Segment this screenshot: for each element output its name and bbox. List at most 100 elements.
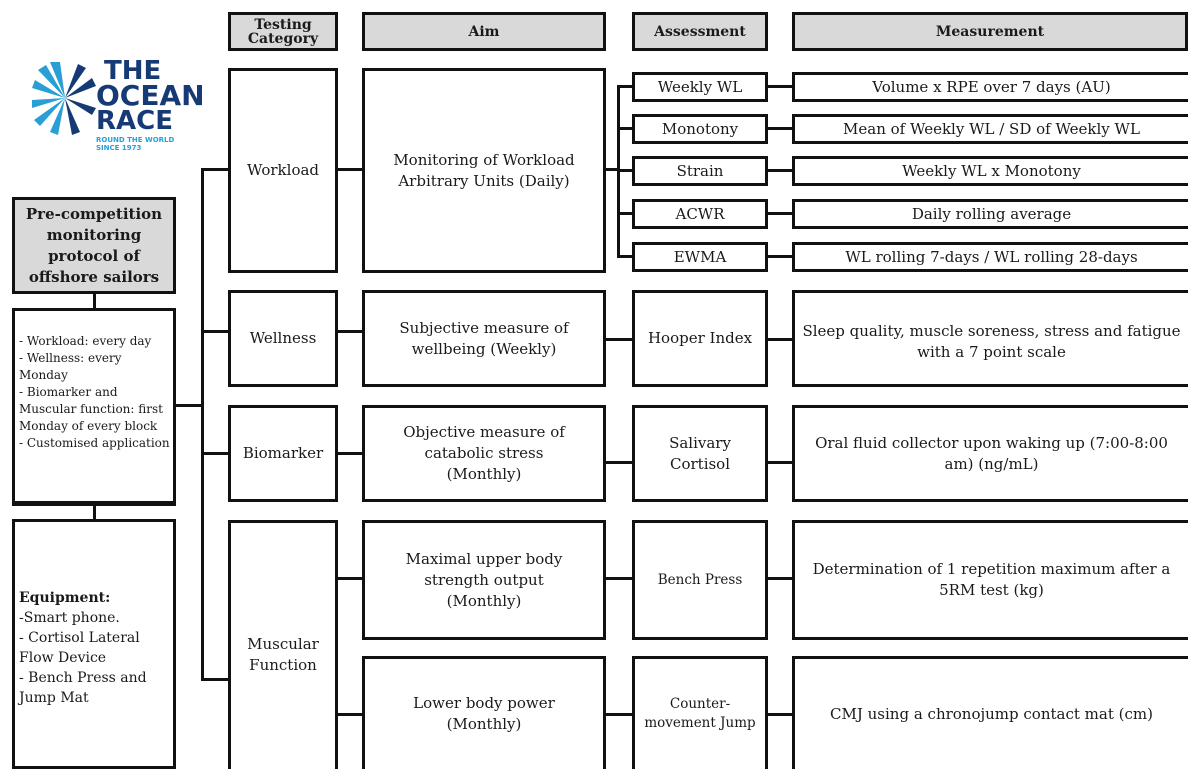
measurement-hooper-label: Sleep quality, muscle soreness, stress a… bbox=[802, 322, 1181, 361]
connector-line bbox=[93, 294, 96, 310]
aim-workload: Monitoring of Workload Arbitrary Units (… bbox=[362, 68, 606, 273]
connector-line bbox=[617, 169, 633, 172]
connector-line bbox=[768, 255, 793, 258]
aim-wellness-label: Subjective measure of wellbeing (Weekly) bbox=[399, 318, 569, 358]
assessment-weekly-wl-label: Weekly WL bbox=[657, 77, 743, 96]
category-biomarker-label: Biomarker bbox=[242, 444, 324, 462]
measurement-strain: Weekly WL x Monotony bbox=[792, 156, 1188, 186]
equipment-line-phone: -Smart phone. bbox=[19, 610, 120, 626]
connector-line bbox=[768, 338, 793, 341]
connector-line bbox=[768, 169, 793, 172]
connector-line bbox=[338, 330, 363, 333]
header-testing-category-label: Testing Category bbox=[247, 16, 319, 47]
connector-line bbox=[606, 168, 619, 171]
measurement-monotony: Mean of Weekly WL / SD of Weekly WL bbox=[792, 114, 1188, 144]
header-aim: Aim bbox=[362, 12, 606, 51]
category-workload-label: Workload bbox=[246, 161, 320, 179]
connector-line bbox=[768, 85, 793, 88]
assessment-strain: Strain bbox=[632, 156, 768, 186]
connector-line bbox=[201, 168, 229, 171]
category-muscular-function: Muscular Function bbox=[228, 520, 338, 769]
measurement-cmj-label: CMJ using a chronojump contact mat (cm) bbox=[830, 704, 1153, 723]
assessment-cmj-label: Counter-movement Jump bbox=[644, 696, 756, 731]
aim-upper-label: Maximal upper body strength output (Mont… bbox=[405, 549, 563, 610]
aim-wellness: Subjective measure of wellbeing (Weekly) bbox=[362, 290, 606, 387]
measurement-acwr: Daily rolling average bbox=[792, 199, 1188, 229]
connector-line bbox=[93, 504, 96, 522]
assessment-hooper-label: Hooper Index bbox=[647, 329, 753, 347]
equipment-title: Equipment: bbox=[19, 590, 111, 606]
measurement-ewma-label: WL rolling 7-days / WL rolling 28-days bbox=[845, 247, 1138, 266]
logo-line-race: RACE bbox=[96, 106, 173, 136]
assessment-acwr: ACWR bbox=[632, 199, 768, 229]
connector-line bbox=[768, 212, 793, 215]
assessment-acwr-label: ACWR bbox=[675, 204, 725, 223]
aim-workload-label: Monitoring of Workload Arbitrary Units (… bbox=[393, 150, 575, 190]
connector-line bbox=[201, 678, 229, 681]
logo-line-ocean: OCEAN bbox=[96, 79, 205, 112]
measurement-weekly-wl-label: Volume x RPE over 7 days (AU) bbox=[872, 77, 1111, 96]
connector-line bbox=[768, 577, 793, 580]
category-muscular-label: Muscular Function bbox=[247, 635, 319, 674]
connector-line bbox=[606, 461, 633, 464]
measurement-monotony-label: Mean of Weekly WL / SD of Weekly WL bbox=[843, 119, 1140, 138]
assessment-cortisol-label: Salivary Cortisol bbox=[669, 433, 731, 473]
header-measurement-label: Measurement bbox=[935, 23, 1045, 40]
aim-biomarker: Objective measure of catabolic stress (M… bbox=[362, 405, 606, 502]
header-aim-label: Aim bbox=[468, 23, 500, 40]
protocol-title-box: Pre-competition monitoring protocol of o… bbox=[12, 197, 176, 294]
assessment-hooper-index: Hooper Index bbox=[632, 290, 768, 387]
header-testing-category: Testing Category bbox=[228, 12, 338, 51]
connector-line bbox=[338, 713, 363, 716]
schedule-line-workload: - Workload: every day bbox=[19, 334, 152, 348]
connector-line bbox=[338, 452, 363, 455]
measurement-strain-label: Weekly WL x Monotony bbox=[902, 161, 1081, 180]
measurement-bench: Determination of 1 repetition maximum af… bbox=[792, 520, 1188, 640]
protocol-title: Pre-competition monitoring protocol of o… bbox=[25, 204, 163, 286]
equipment-line-cortisol: - Cortisol Lateral Flow Device bbox=[19, 630, 140, 666]
schedule-box: - Workload: every day - Wellness: every … bbox=[12, 308, 176, 504]
connector-line bbox=[176, 404, 204, 407]
schedule-line-wellness: - Wellness: every Monday bbox=[19, 351, 122, 382]
assessment-counter-movement-jump: Counter-movement Jump bbox=[632, 656, 768, 769]
measurement-weekly-wl: Volume x RPE over 7 days (AU) bbox=[792, 72, 1188, 102]
measurement-acwr-label: Daily rolling average bbox=[911, 204, 1072, 223]
connector-line bbox=[12, 503, 176, 506]
category-workload: Workload bbox=[228, 68, 338, 273]
header-assessment-label: Assessment bbox=[654, 23, 746, 40]
connector-line bbox=[606, 577, 633, 580]
logo-burst-icon bbox=[32, 62, 96, 135]
assessment-weekly-wl: Weekly WL bbox=[632, 72, 768, 102]
category-biomarker: Biomarker bbox=[228, 405, 338, 502]
equipment-box: Equipment: -Smart phone. - Cortisol Late… bbox=[12, 519, 176, 769]
aim-biomarker-label: Objective measure of catabolic stress (M… bbox=[403, 423, 565, 483]
connector-line bbox=[338, 577, 363, 580]
connector-line bbox=[338, 168, 363, 171]
assessment-salivary-cortisol: Salivary Cortisol bbox=[632, 405, 768, 502]
assessment-ewma-label: EWMA bbox=[673, 247, 727, 266]
connector-line bbox=[201, 168, 204, 680]
connector-line bbox=[617, 85, 633, 88]
measurement-cortisol: Oral fluid collector upon waking up (7:0… bbox=[792, 405, 1188, 502]
connector-line bbox=[606, 338, 633, 341]
assessment-bench-press: Bench Press bbox=[632, 520, 768, 640]
connector-line bbox=[617, 127, 633, 130]
connector-line bbox=[606, 713, 633, 716]
category-wellness: Wellness bbox=[228, 290, 338, 387]
aim-lower-body: Lower body power (Monthly) bbox=[362, 656, 606, 769]
category-wellness-label: Wellness bbox=[249, 329, 317, 347]
assessment-monotony: Monotony bbox=[632, 114, 768, 144]
connector-line bbox=[768, 713, 793, 716]
connector-line bbox=[768, 127, 793, 130]
ocean-race-logo: THE OCEAN RACE ROUND THE WORLD SINCE 197… bbox=[30, 58, 210, 190]
logo-sub-world: ROUND THE WORLD bbox=[96, 136, 175, 144]
aim-lower-label: Lower body power (Monthly) bbox=[413, 694, 555, 733]
measurement-bench-label: Determination of 1 repetition maximum af… bbox=[812, 560, 1171, 599]
measurement-hooper: Sleep quality, muscle soreness, stress a… bbox=[792, 290, 1188, 387]
connector-line bbox=[617, 212, 633, 215]
assessment-ewma: EWMA bbox=[632, 242, 768, 272]
connector-line bbox=[768, 461, 793, 464]
schedule-line-application: - Customised application bbox=[19, 436, 170, 450]
connector-line bbox=[617, 255, 633, 258]
schedule-line-biomarker: - Biomarker and Muscular function: first… bbox=[19, 385, 163, 433]
